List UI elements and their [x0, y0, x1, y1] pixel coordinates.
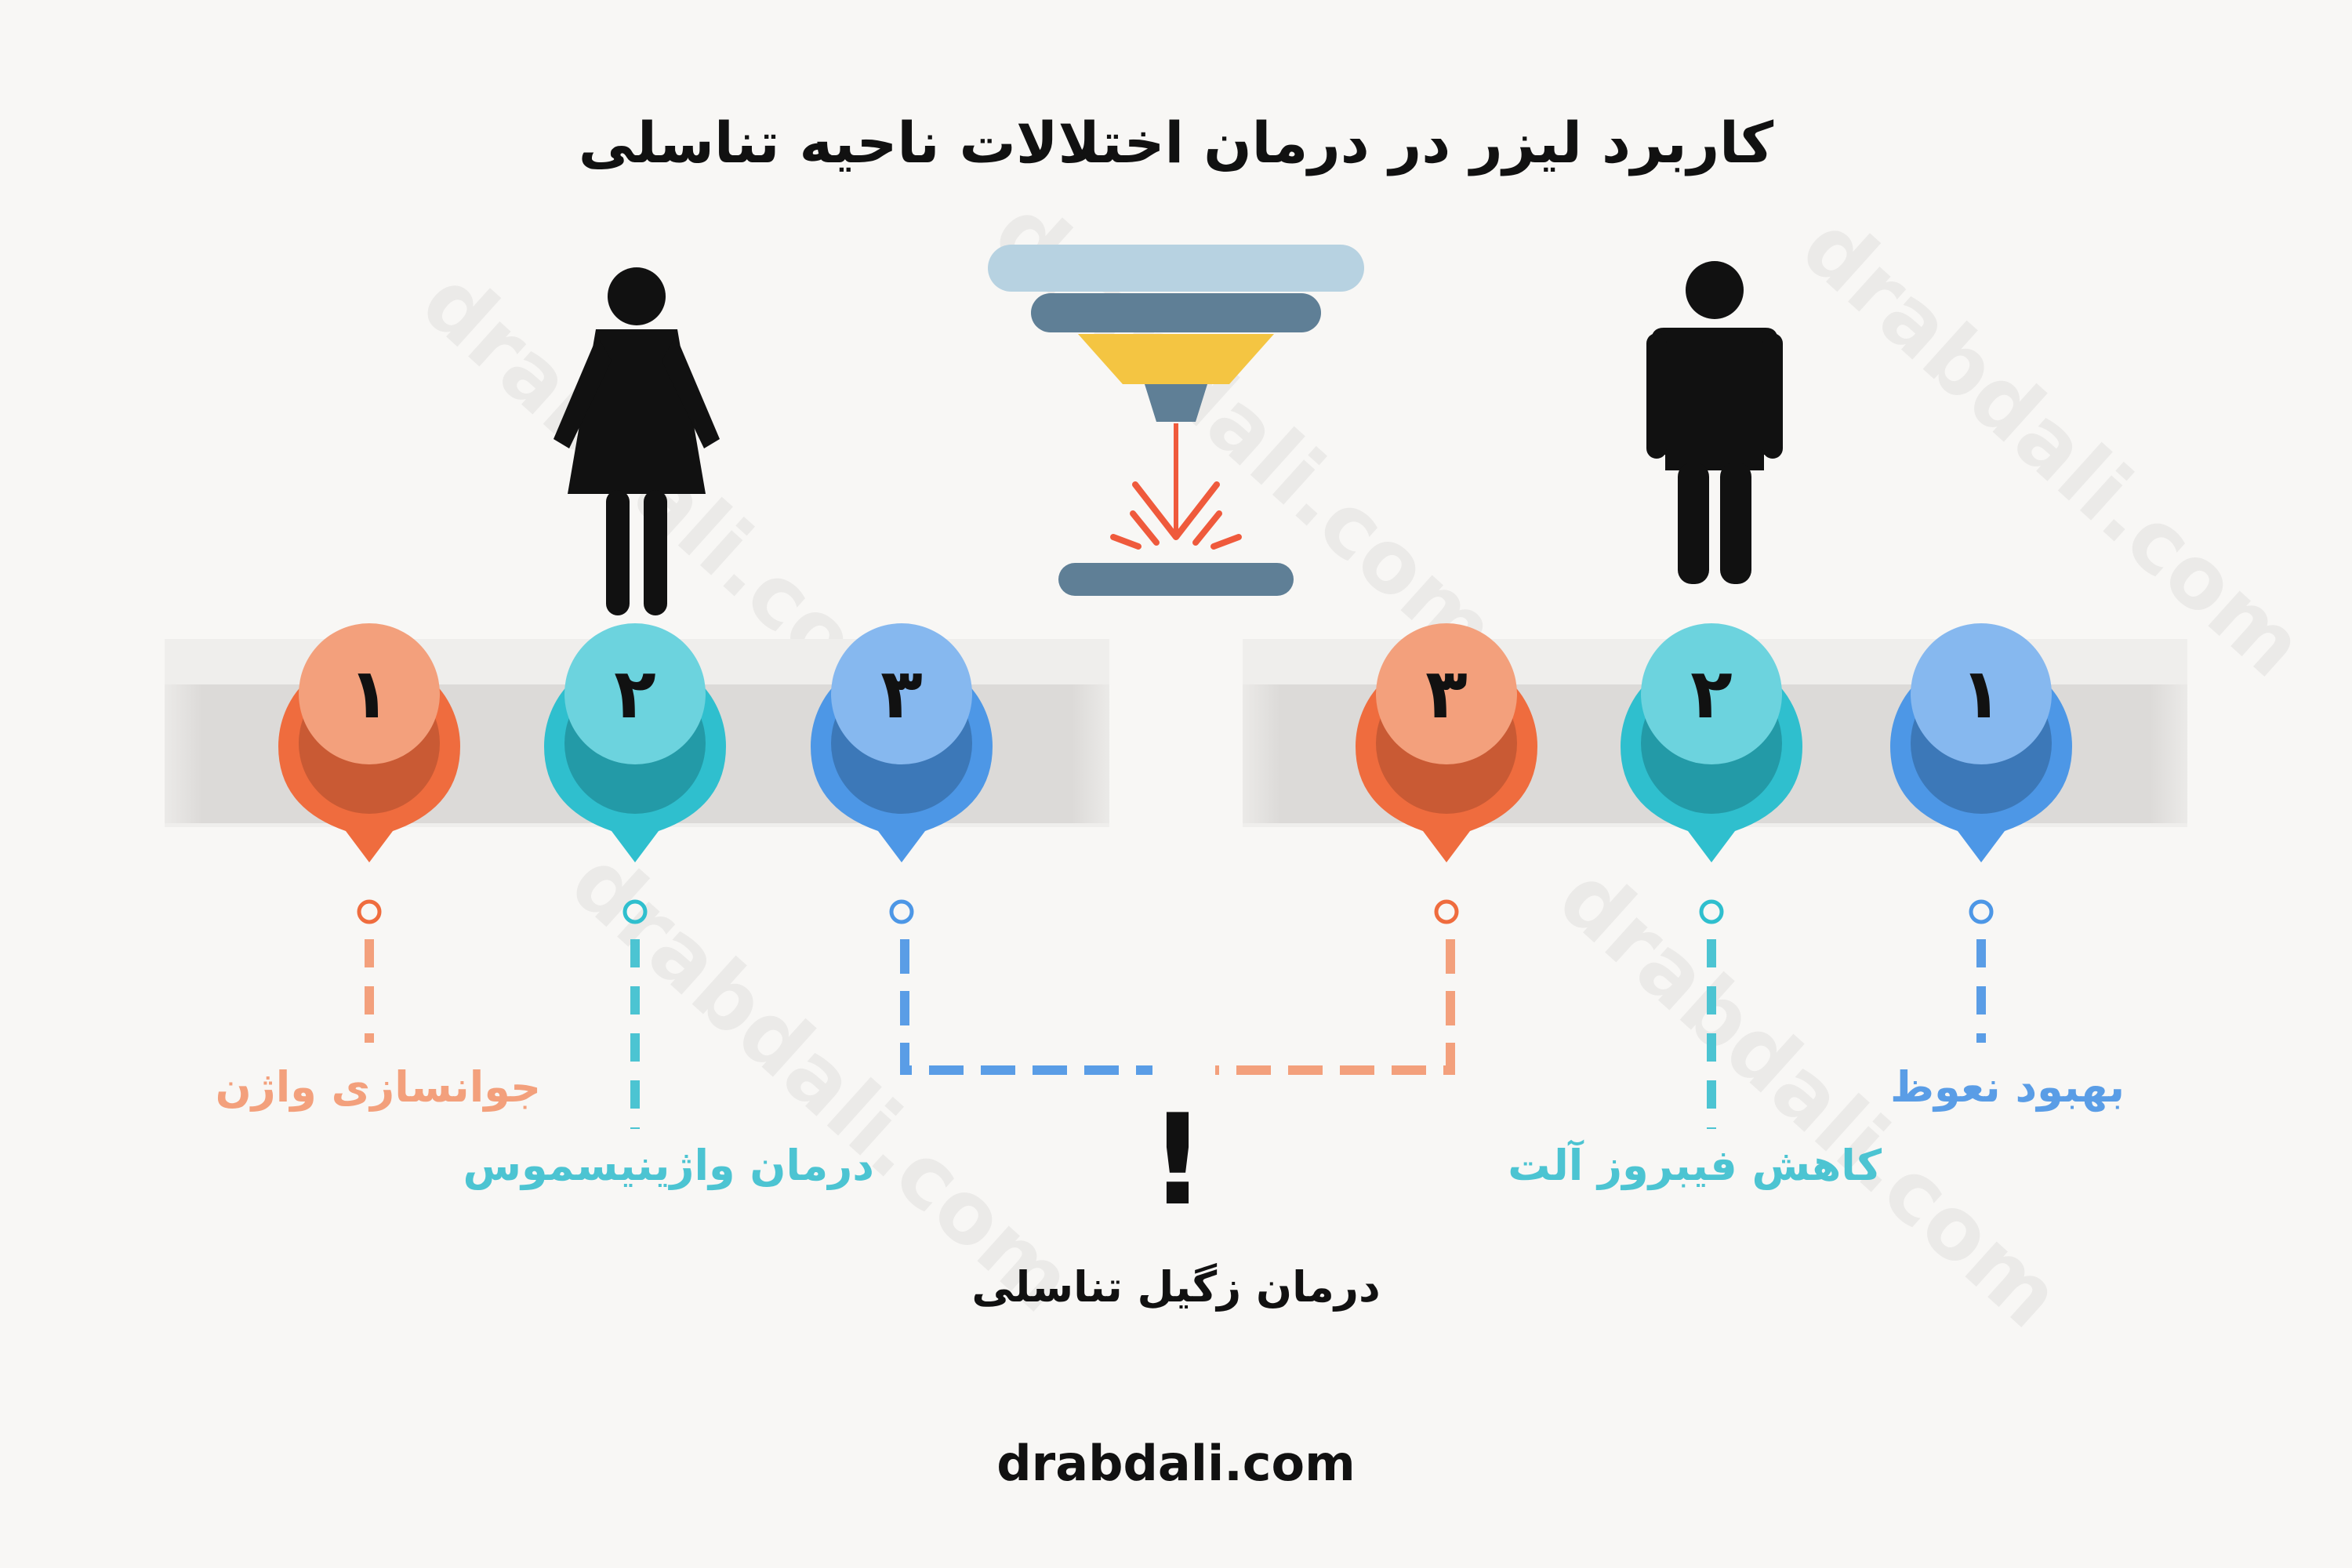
- marker-number: ۳: [880, 653, 923, 734]
- female-marker-1: ۱: [278, 623, 460, 1043]
- male-marker-2: ۲: [1621, 623, 1802, 1129]
- marker-number: ۳: [1425, 653, 1468, 734]
- female-marker-2: ۲: [544, 623, 726, 1129]
- shared-connector: [900, 939, 1455, 1075]
- marker-number: ۲: [614, 653, 656, 734]
- marker-number: ۱: [1960, 653, 2002, 734]
- label-vaginismus-treatment: درمان واژینیسموس: [463, 1141, 874, 1190]
- label-vaginal-rejuvenation: جوانسازی واژن: [215, 1062, 541, 1112]
- marker-number: ۲: [1690, 653, 1733, 734]
- female-marker-3: ۳: [811, 623, 993, 924]
- marker-group: ۱ ۲ ۳ ۳: [278, 623, 2072, 1129]
- male-marker-3: ۳: [1356, 623, 1537, 924]
- laser-device-icon: [988, 245, 1364, 596]
- page-title: کاربرد لیزر در درمان اختلالات ناحیه تناس…: [578, 110, 1774, 176]
- marker-number: ۱: [348, 653, 390, 734]
- woman-icon: [554, 267, 720, 615]
- male-marker-1: ۱: [1890, 623, 2072, 1043]
- center-exclamation: !: [1149, 1087, 1207, 1233]
- man-icon: [1646, 261, 1783, 584]
- label-genital-warts-treatment: درمان زگیل تناسلی: [971, 1262, 1381, 1312]
- label-penile-fibrosis-reduction: کاهش فیبروز آلت: [1508, 1141, 1882, 1190]
- label-erection-improvement: بهبود نعوظ: [1889, 1062, 2125, 1112]
- footer-website: drabdali.com: [996, 1435, 1356, 1492]
